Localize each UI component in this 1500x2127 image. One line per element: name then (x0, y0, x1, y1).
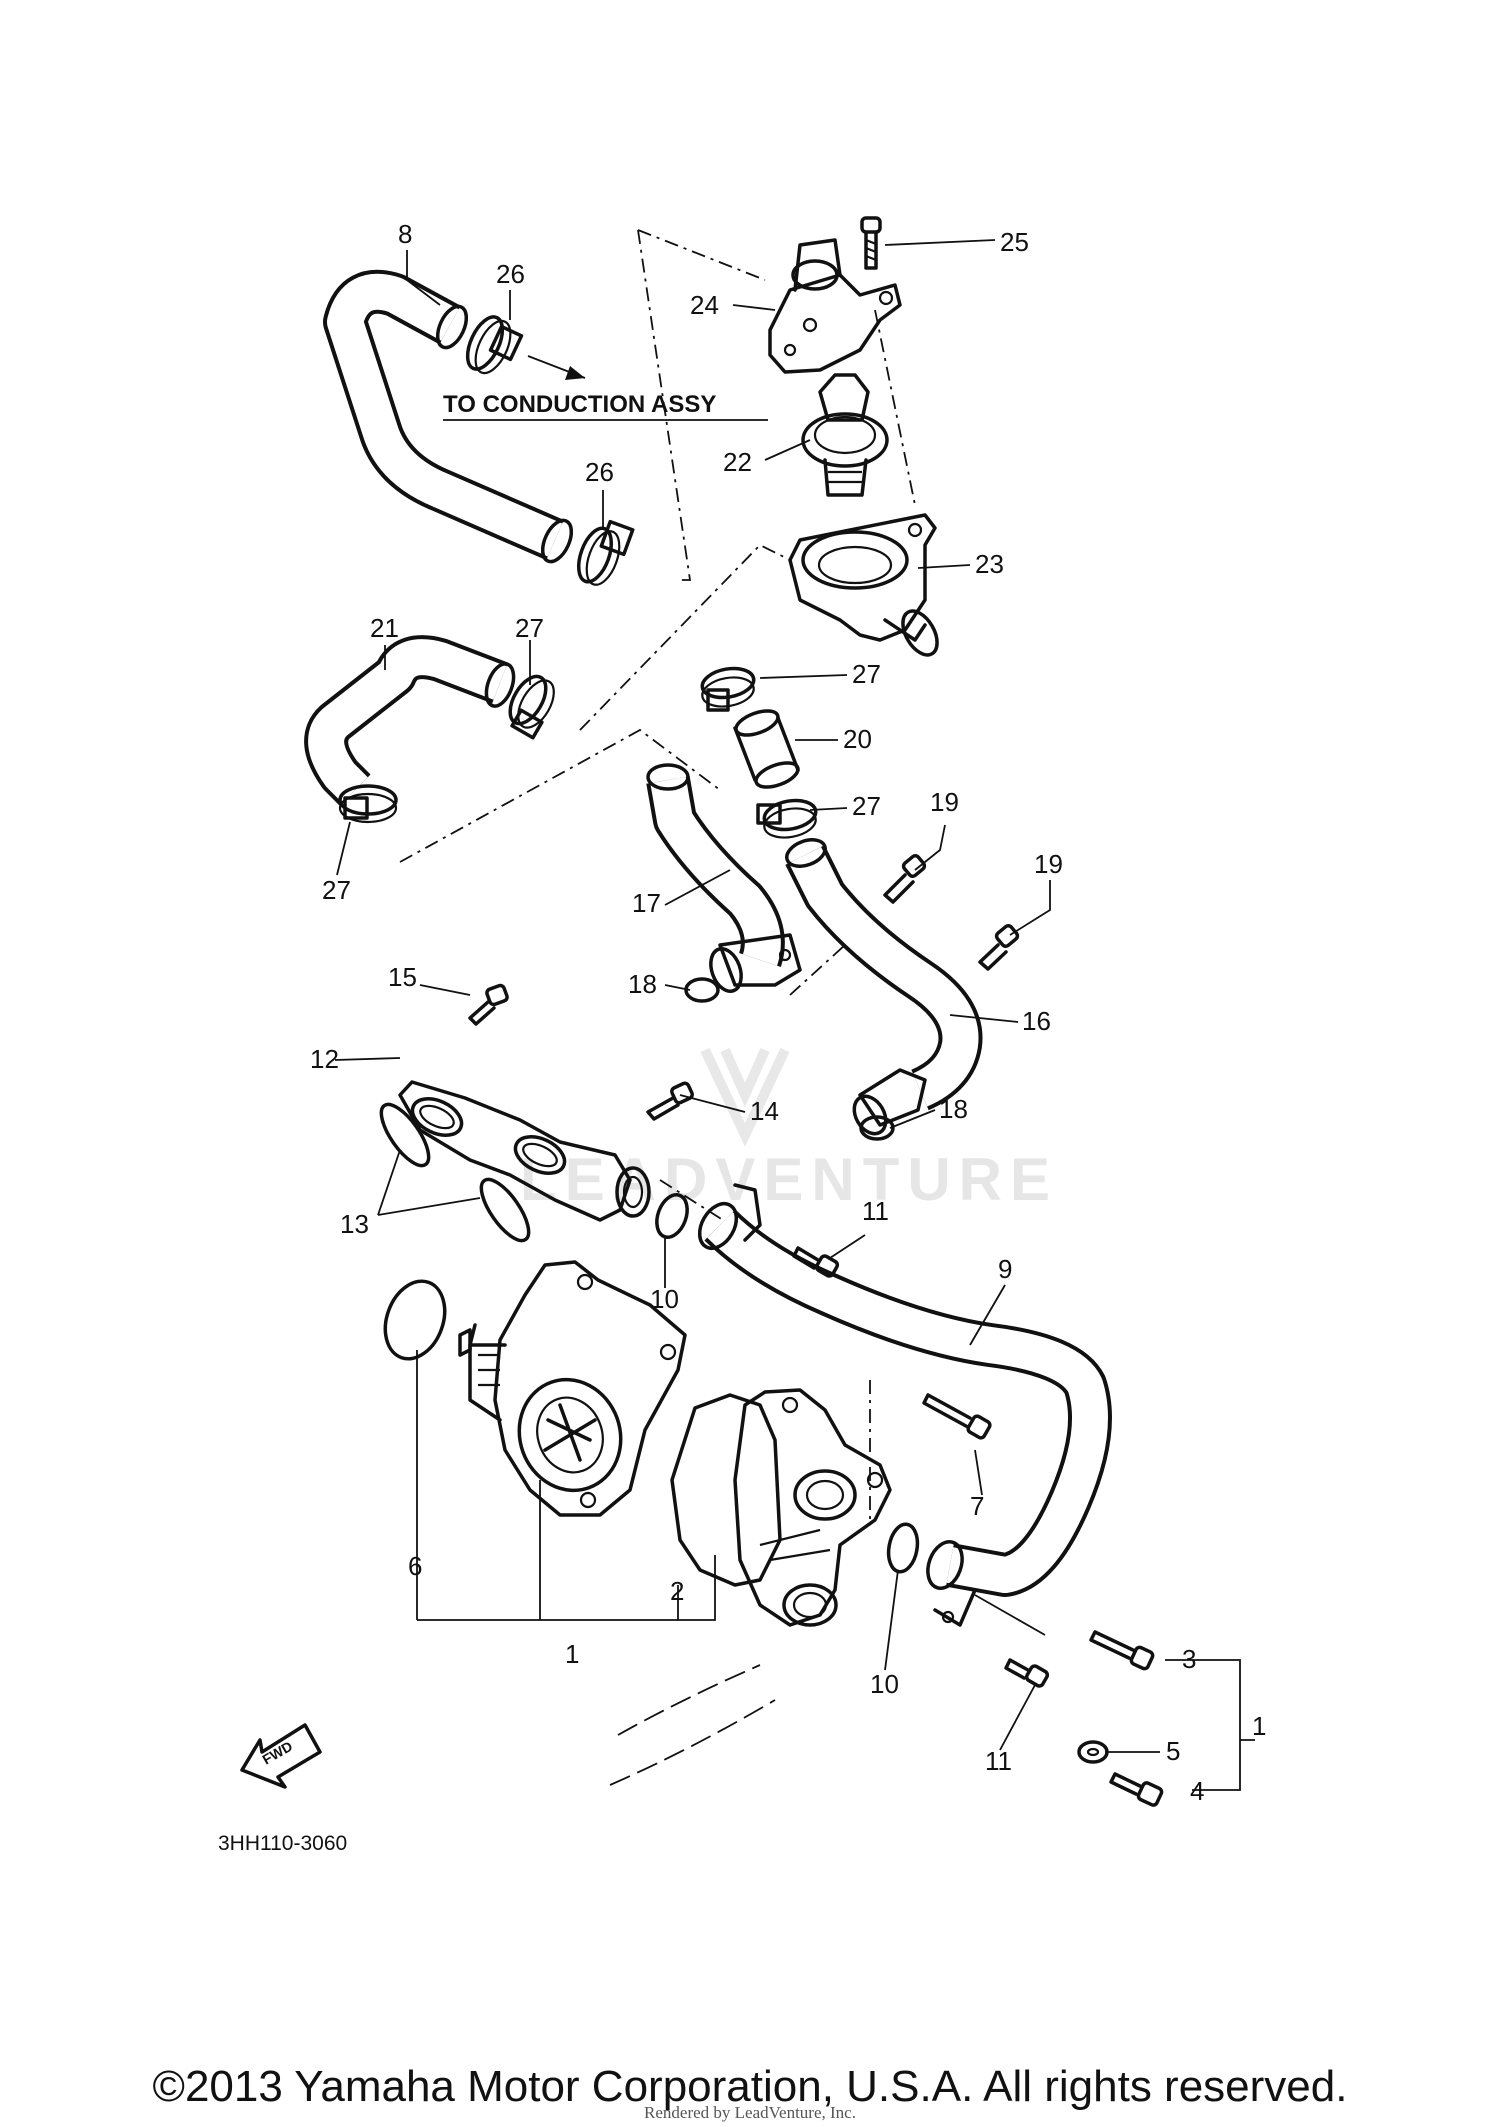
washer-5 (1077, 1740, 1109, 1764)
leader-lines (334, 239, 1255, 1791)
bolt-14 (646, 1081, 694, 1121)
callout-21: 21 (370, 613, 399, 643)
callout-4: 4 (1190, 1776, 1204, 1806)
bolt-7 (922, 1393, 992, 1440)
thermostat-housing-23 (788, 513, 939, 657)
water-pipe-9 (697, 1183, 1112, 1627)
bolt-19-a (883, 853, 927, 904)
hose-sleeve-20 (733, 709, 800, 789)
hose-clamp-26-bottom (576, 519, 635, 586)
callout-1-pump: 1 (565, 1639, 579, 1669)
hose-clamp-27-a (508, 674, 555, 740)
callout-27-a: 27 (515, 613, 544, 643)
diagram-code: 3HH110-3060 (218, 1832, 347, 1855)
bolt-19-b (978, 923, 1020, 971)
o-ring-6 (383, 1279, 447, 1361)
callout-2: 2 (670, 1576, 684, 1606)
callout-8: 8 (398, 219, 412, 249)
water-pipe-17 (646, 763, 802, 993)
hose-clamp-26-top (465, 315, 524, 375)
callout-16: 16 (1022, 1006, 1051, 1036)
inlet-pipe-12 (398, 1080, 651, 1222)
bolt-25 (860, 216, 882, 270)
callout-1-kit: 1 (1252, 1711, 1266, 1741)
callout-27-d: 27 (852, 791, 881, 821)
callout-19-a: 19 (930, 787, 959, 817)
callout-12: 12 (310, 1044, 339, 1074)
callout-18-b: 18 (939, 1094, 968, 1124)
conduction-arrow-head (565, 366, 585, 380)
callout-11-upper: 11 (862, 1196, 889, 1226)
o-ring-10-upper (655, 1193, 689, 1239)
callout-22: 22 (723, 447, 752, 477)
callout-17: 17 (632, 888, 661, 918)
watermark-logo (700, 1047, 790, 1147)
callout-3: 3 (1182, 1644, 1196, 1674)
radiator-hose-8 (323, 269, 574, 564)
callout-23: 23 (975, 549, 1004, 579)
hose-clamp-27-d (756, 798, 818, 839)
callout-7: 7 (970, 1491, 984, 1521)
bolt-11-upper (792, 1246, 840, 1278)
o-ring-18-a (684, 977, 720, 1003)
callout-26-top: 26 (496, 259, 525, 289)
callout-26-bottom: 26 (585, 457, 614, 487)
o-ring-10-lower (886, 1522, 920, 1574)
hose-clamp-27-c (700, 666, 756, 712)
conduction-label: TO CONDUCTION ASSY (443, 391, 716, 418)
gasket-2 (670, 1393, 782, 1587)
fwd-arrow-icon: FWD (240, 1723, 322, 1789)
rendered-by-notice: Rendered by LeadVenture, Inc. (644, 2103, 856, 2122)
callout-13: 13 (340, 1209, 369, 1239)
o-ring-18-b (859, 1115, 895, 1141)
callout-15: 15 (388, 962, 417, 992)
copyright-notice: ©2013 Yamaha Motor Corporation, U.S.A. A… (152, 2062, 1348, 2111)
callout-18-a: 18 (628, 969, 657, 999)
callout-27-c: 27 (852, 659, 881, 689)
o-ring-13-a (379, 1102, 431, 1168)
bolt-15 (468, 983, 509, 1026)
callout-6: 6 (408, 1551, 422, 1581)
callout-11-lower: 11 (985, 1746, 1012, 1776)
callout-20: 20 (843, 724, 872, 754)
hose-outline-a (617, 1664, 761, 1736)
bolt-4 (1109, 1772, 1164, 1807)
thermostat-22 (801, 373, 889, 497)
water-pump-housing (733, 1388, 892, 1627)
callout-27-b: 27 (322, 875, 351, 905)
callout-10-upper: 10 (650, 1284, 679, 1314)
callout-numbers: 8 26 25 24 26 22 23 21 27 27 20 27 19 19… (310, 219, 1266, 1806)
callout-10-lower: 10 (870, 1669, 899, 1699)
bolt-3 (1089, 1630, 1155, 1671)
hose-outline-b (609, 1699, 776, 1786)
callout-19-b: 19 (1034, 849, 1063, 879)
callout-9: 9 (998, 1254, 1012, 1284)
water-pump-body (458, 1260, 687, 1517)
watermark-text: LEADVENTURE (520, 1146, 1058, 1213)
o-ring-13-b (479, 1177, 531, 1243)
callout-14: 14 (750, 1096, 779, 1126)
hose-clamp-27-b (338, 784, 398, 824)
callout-25: 25 (1000, 227, 1029, 257)
thermostat-cover-24 (768, 238, 902, 374)
water-pipe-16 (785, 838, 983, 1136)
bolt-11-lower (1004, 1658, 1050, 1688)
callout-24: 24 (690, 290, 719, 320)
radiator-hose-21 (304, 635, 516, 806)
callout-5: 5 (1166, 1736, 1180, 1766)
